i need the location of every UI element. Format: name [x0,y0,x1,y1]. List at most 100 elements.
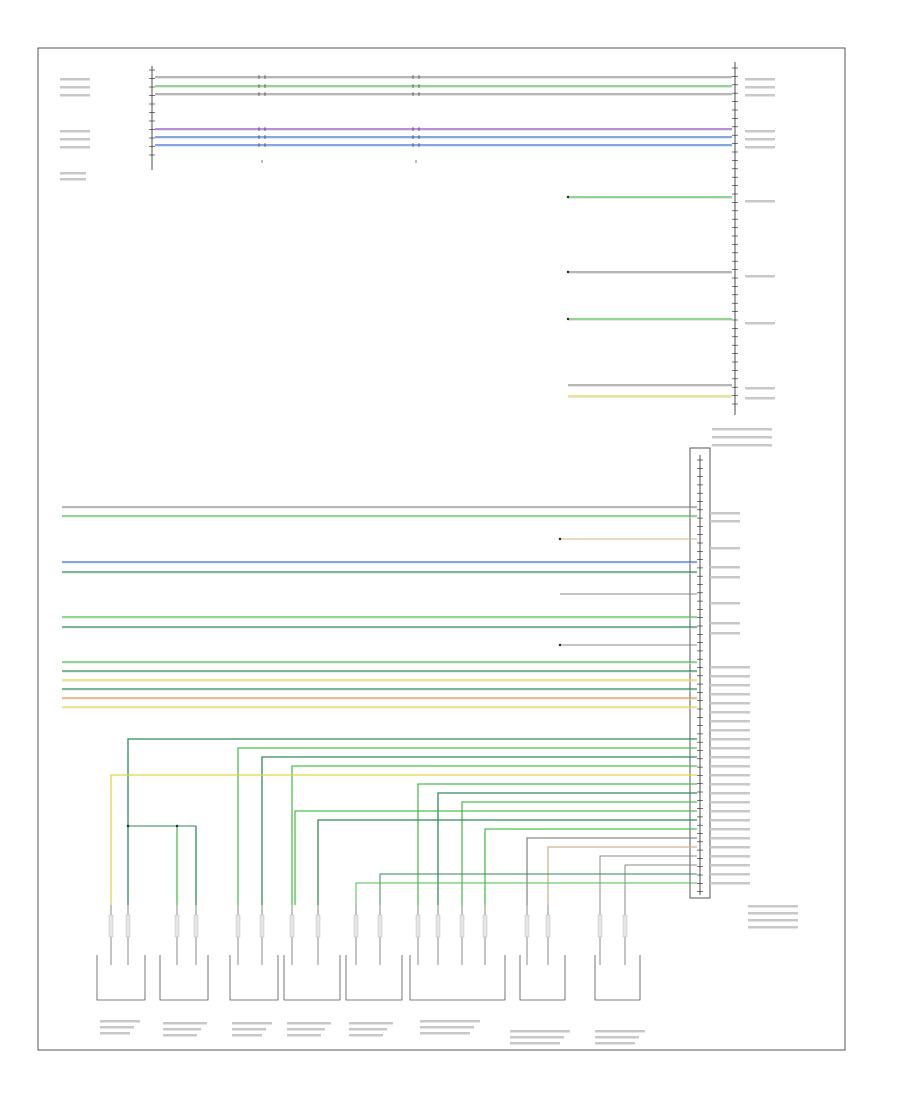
tiny-label [60,94,90,97]
wire-label-block [435,914,441,938]
speaker-feed-wire [484,828,697,905]
wire-label-block [174,914,180,938]
tiny-label [710,738,750,741]
speaker-feed-wire [599,855,697,915]
speaker-feed-wire [127,738,697,905]
wire-label-block [415,914,421,938]
tiny-label [60,130,90,133]
tiny-label [710,810,750,813]
tiny-label [232,1028,266,1031]
splice-dot [126,824,130,828]
tiny-label [163,1034,197,1037]
tiny-label [595,1036,639,1039]
tiny-label [745,78,775,81]
speaker-feed-wire [294,810,697,905]
wire-end-dot [566,270,570,274]
speaker-feed-wire [547,846,697,905]
tiny-label [710,702,750,705]
speaker-feed-wire [624,864,697,915]
tiny-label [420,1032,470,1035]
tiny-label [710,774,750,777]
tiny-label [710,855,750,858]
wire-label-block [353,914,359,938]
wire-label-block [108,914,114,938]
speaker-feed-wire [317,819,697,905]
speaker-5-outline [345,955,403,1001]
tiny-label [349,1034,383,1037]
tiny-label [595,1042,635,1045]
tiny-label [745,130,775,133]
tiny-label [100,1026,134,1029]
tiny-label [710,828,750,831]
tiny-label [745,200,775,203]
wire-end-dot [566,195,570,199]
speaker-3-outline [229,955,279,1001]
tiny-label [748,919,798,922]
tiny-label [710,720,750,723]
tiny-label [60,178,86,181]
tiny-label [232,1034,262,1037]
tiny-label [710,711,750,714]
tiny-label [710,576,740,579]
tiny-label [710,864,750,867]
splice-dot [558,643,562,647]
speaker-6-outline [409,955,506,1001]
wire-label-block [235,914,241,938]
tiny-label [60,78,90,81]
tiny-label [232,1022,272,1025]
tiny-label [745,86,775,89]
wire-label-block [193,914,199,938]
wire-label-block [545,914,551,938]
wire-label-block [259,914,265,938]
wire-label-block [524,914,530,938]
speaker-feed-wire [461,801,697,905]
wire-label-block [622,914,628,938]
tiny-label [710,693,750,696]
tiny-label [710,547,740,550]
tiny-label [287,1034,321,1037]
tiny-label [349,1028,387,1031]
tiny-label [710,747,750,750]
tiny-label [420,1020,480,1023]
tiny-label [163,1028,201,1031]
tiny-label [287,1028,325,1031]
splice-dot [558,537,562,541]
tiny-label [710,792,750,795]
tiny-label [710,666,750,669]
speaker-1-outline [96,955,146,1001]
tiny-label [710,729,750,732]
speaker-feed-wire [110,774,697,905]
tiny-label [710,512,740,515]
speaker-feed-wire [379,873,697,905]
tiny-label [595,1030,645,1033]
speaker-8-outline [594,955,641,1001]
tiny-label [100,1032,130,1035]
tiny-label [712,436,772,439]
speaker-7-outline [519,955,566,1001]
tiny-label [710,801,750,804]
tiny-label [710,882,750,885]
wire-label-block [289,914,295,938]
tiny-label [710,602,740,605]
wire-label-block [125,914,131,938]
tiny-label [100,1020,140,1023]
tiny-label [710,783,750,786]
tiny-label [710,632,740,635]
tiny-label [60,146,90,149]
speaker-feed-wire [237,747,697,905]
tiny-label [710,675,750,678]
tiny-label [349,1022,393,1025]
wire-label-block [459,914,465,938]
tiny-label [745,397,775,400]
tiny-label [712,428,772,431]
tiny-label [745,146,775,149]
tiny-label [748,926,798,929]
diagram-border [37,47,846,1051]
tiny-label [748,905,798,908]
splice-dot [175,824,179,828]
tiny-label [710,520,740,523]
tiny-label [712,444,772,447]
tiny-label [710,837,750,840]
speaker-2-outline [159,955,209,1001]
